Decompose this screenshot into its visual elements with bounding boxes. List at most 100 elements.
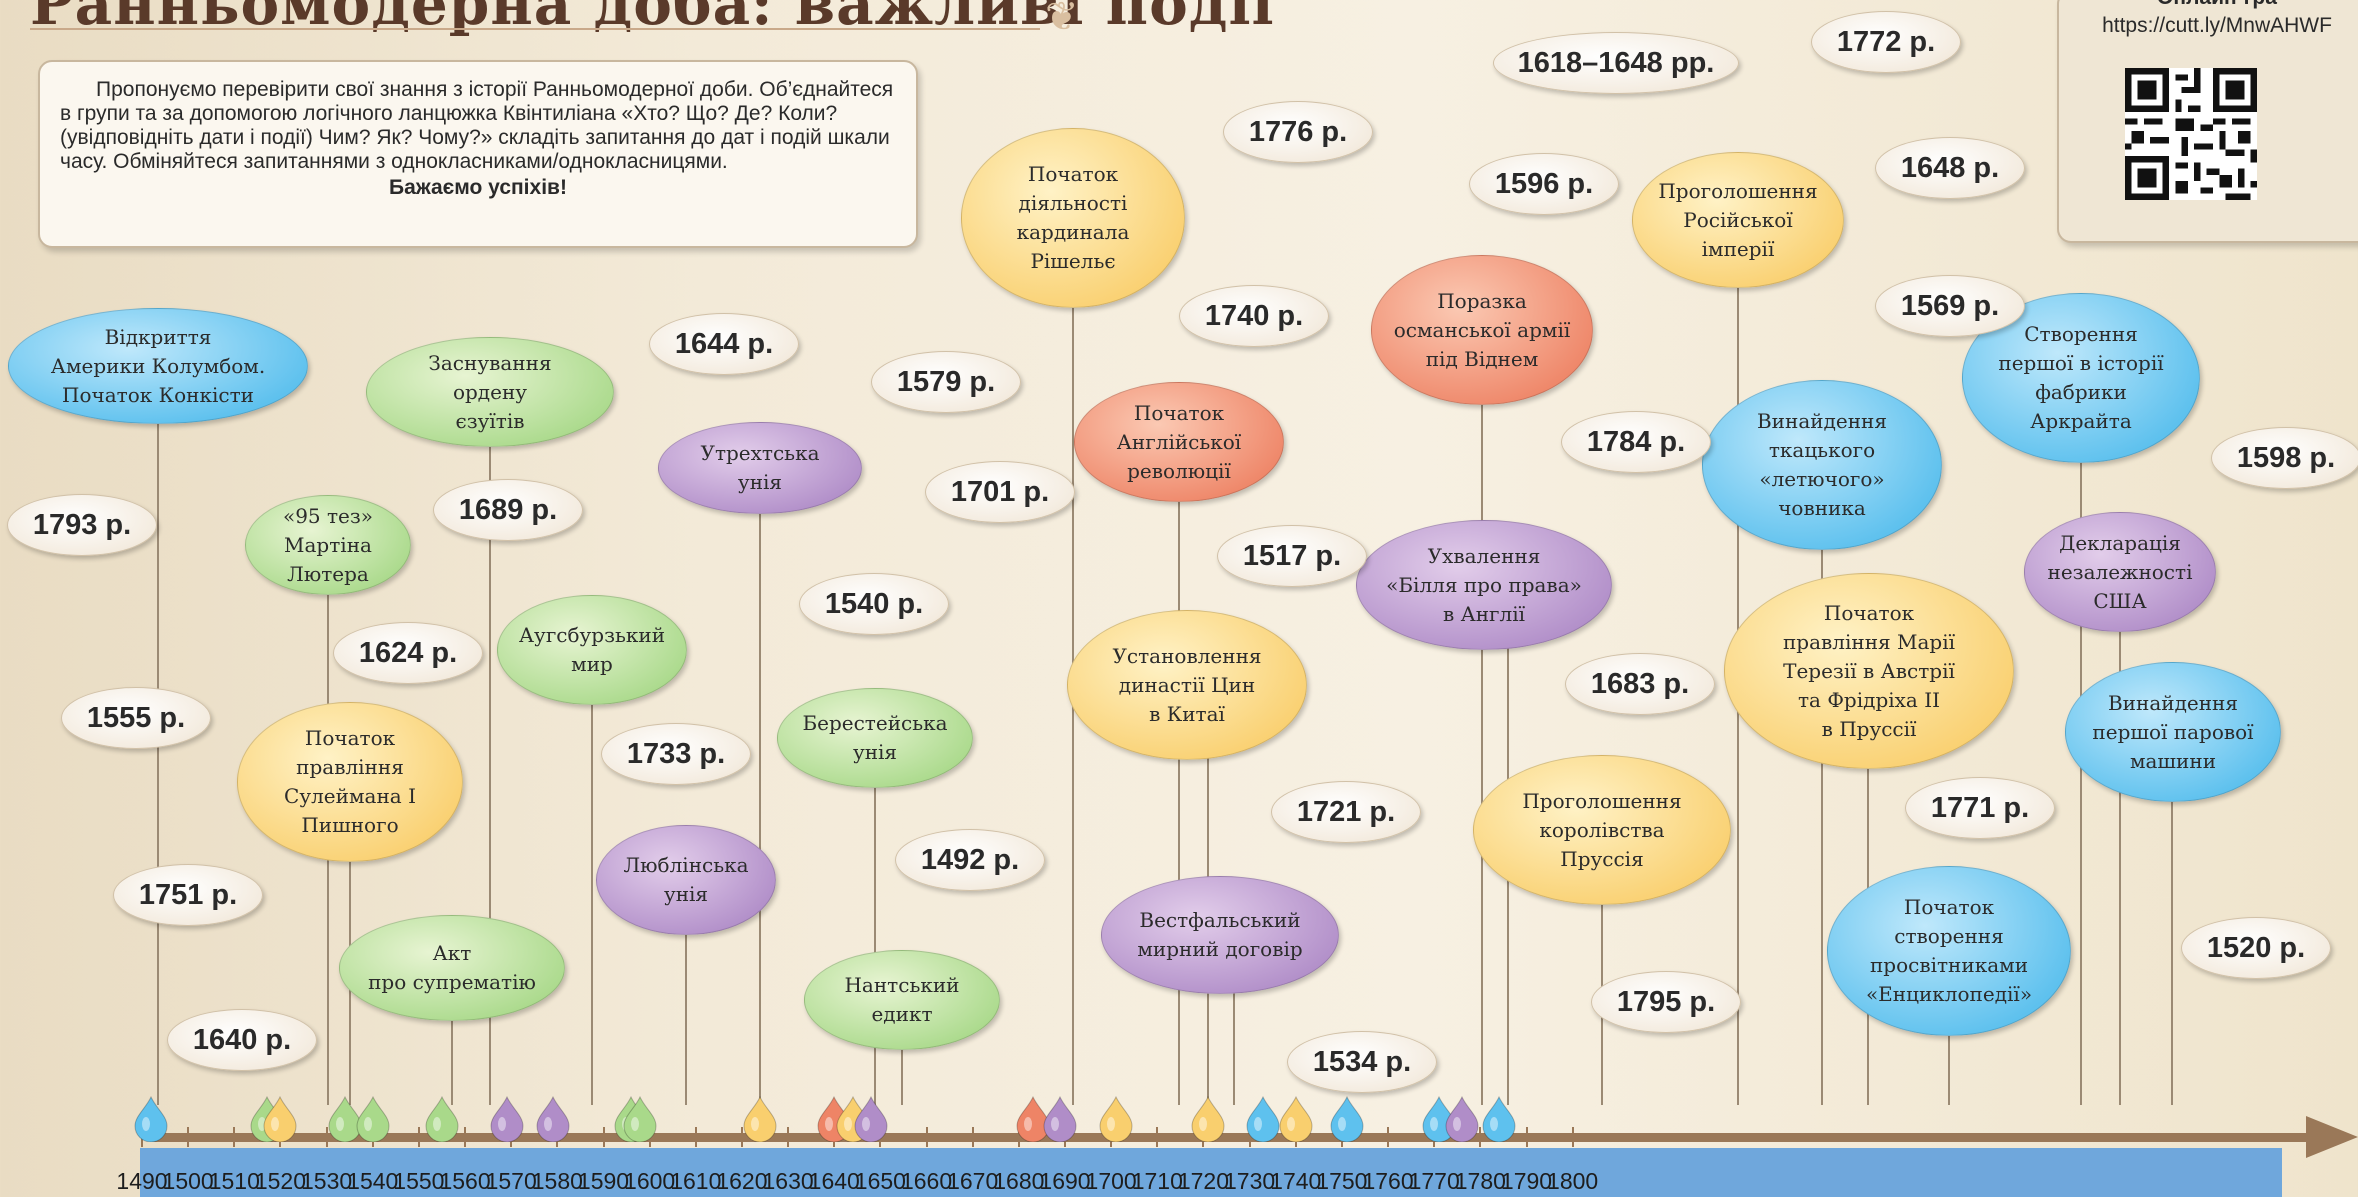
event-marker-icon[interactable] bbox=[1279, 1096, 1313, 1142]
event-text-line: Російської bbox=[1683, 207, 1793, 232]
date-oval[interactable]: 1683 р. bbox=[1565, 653, 1715, 715]
event-text-line: Винайдення bbox=[2107, 690, 2239, 715]
axis-year-label: 1640 bbox=[808, 1168, 860, 1194]
date-oval[interactable]: 1740 р. bbox=[1179, 285, 1329, 347]
event-marker-icon[interactable] bbox=[263, 1096, 297, 1142]
event-marker-icon[interactable] bbox=[1246, 1096, 1280, 1142]
event-text-line: Аугсбурзький bbox=[518, 623, 666, 647]
intro-text: Пропонуємо перевірити свої знання з істо… bbox=[60, 78, 894, 173]
event-text-line: королівства bbox=[1539, 817, 1665, 842]
event-marker-icon[interactable] bbox=[1016, 1096, 1050, 1142]
date-oval[interactable]: 1644 р. bbox=[649, 313, 799, 375]
axis-tick bbox=[1387, 1127, 1390, 1147]
event-marker-icon[interactable] bbox=[854, 1096, 888, 1142]
event-text-line: незалежності bbox=[2047, 559, 2193, 584]
date-oval[interactable]: 1721 р. bbox=[1271, 781, 1421, 843]
event-marker-icon[interactable] bbox=[1329, 1096, 1364, 1142]
event-text-line: США bbox=[2093, 588, 2147, 613]
date-oval[interactable]: 1555 р. bbox=[61, 687, 211, 749]
event-bubble[interactable]: Ухвалення«Білля про права»в Англії bbox=[1356, 520, 1612, 650]
event-marker-icon[interactable] bbox=[1482, 1096, 1516, 1142]
event-text-line: та Фрідріха ІІ bbox=[1797, 687, 1941, 712]
date-oval[interactable]: 1579 р. bbox=[871, 351, 1021, 413]
date-oval[interactable]: 1624 р. bbox=[333, 622, 483, 684]
online-game-panel[interactable]: Онлайн-гра https://cutt.ly/MnwAHWF bbox=[2057, 0, 2358, 243]
date-oval[interactable]: 1640 р. bbox=[167, 1009, 317, 1071]
event-stem bbox=[2171, 792, 2173, 1105]
date-oval[interactable]: 1618–1648 рр. bbox=[1493, 32, 1739, 94]
date-oval[interactable]: 1751 р. bbox=[113, 864, 263, 926]
date-oval[interactable]: 1689 р. bbox=[433, 479, 583, 541]
event-marker-icon[interactable] bbox=[356, 1096, 390, 1142]
event-marker-icon[interactable] bbox=[134, 1096, 168, 1142]
event-stem bbox=[685, 925, 687, 1105]
event-stem bbox=[489, 437, 491, 1105]
event-text-line: Початок bbox=[1027, 162, 1119, 186]
event-marker-icon[interactable] bbox=[425, 1096, 459, 1142]
date-oval[interactable]: 1540 р. bbox=[799, 573, 949, 635]
event-marker-icon[interactable] bbox=[1191, 1096, 1225, 1142]
event-marker-icon[interactable] bbox=[1445, 1096, 1479, 1142]
event-marker-icon[interactable] bbox=[536, 1096, 570, 1142]
date-oval[interactable]: 1771 р. bbox=[1905, 777, 2055, 839]
event-marker-icon[interactable] bbox=[490, 1096, 524, 1142]
date-oval[interactable]: 1784 р. bbox=[1561, 411, 1711, 473]
date-oval[interactable]: 1569 р. bbox=[1875, 275, 2025, 337]
date-oval[interactable]: 1520 р. bbox=[2181, 917, 2331, 979]
axis-tick bbox=[1248, 1127, 1251, 1147]
event-marker-icon[interactable] bbox=[1099, 1096, 1133, 1142]
date-oval[interactable]: 1776 р. bbox=[1223, 101, 1373, 163]
event-text-line: Поразка bbox=[1437, 288, 1527, 313]
event-marker-icon[interactable] bbox=[328, 1096, 362, 1142]
event-text-line: мирний договір bbox=[1137, 937, 1303, 961]
event-marker-icon[interactable] bbox=[1043, 1096, 1077, 1142]
axis-tick bbox=[233, 1127, 236, 1147]
event-stem bbox=[759, 504, 761, 1105]
date-oval[interactable]: 1772 р. bbox=[1811, 11, 1961, 73]
date-oval[interactable]: 1517 р. bbox=[1217, 525, 1367, 587]
online-game-url[interactable]: https://cutt.ly/MnwAHWF bbox=[2102, 14, 2332, 37]
date-oval[interactable]: 1598 р. bbox=[2211, 427, 2358, 489]
event-text-line: «Енциклопедії» bbox=[1865, 982, 2033, 1006]
date-oval[interactable]: 1793 р. bbox=[7, 494, 157, 556]
axis-year-label: 1490 bbox=[116, 1168, 168, 1194]
qr-code-icon[interactable] bbox=[2125, 68, 2257, 200]
axis-year-label: 1730 bbox=[1224, 1168, 1276, 1194]
date-oval[interactable]: 1733 р. bbox=[601, 723, 751, 785]
date-oval[interactable]: 1701 р. bbox=[925, 461, 1075, 523]
date-oval[interactable]: 1795 р. bbox=[1591, 971, 1741, 1033]
date-oval[interactable]: 1534 р. bbox=[1287, 1031, 1437, 1093]
date-oval[interactable]: 1596 р. bbox=[1469, 153, 1619, 215]
event-stem bbox=[1821, 540, 1823, 1105]
event-marker-icon[interactable] bbox=[743, 1096, 777, 1142]
axis-year-label: 1580 bbox=[531, 1168, 583, 1194]
event-marker-icon[interactable] bbox=[623, 1096, 657, 1142]
date-oval[interactable]: 1648 р. bbox=[1875, 137, 2025, 199]
date-oval[interactable]: 1492 р. bbox=[895, 829, 1045, 891]
event-text: Ухвалення«Білля про права»в Англії bbox=[1386, 542, 1582, 629]
